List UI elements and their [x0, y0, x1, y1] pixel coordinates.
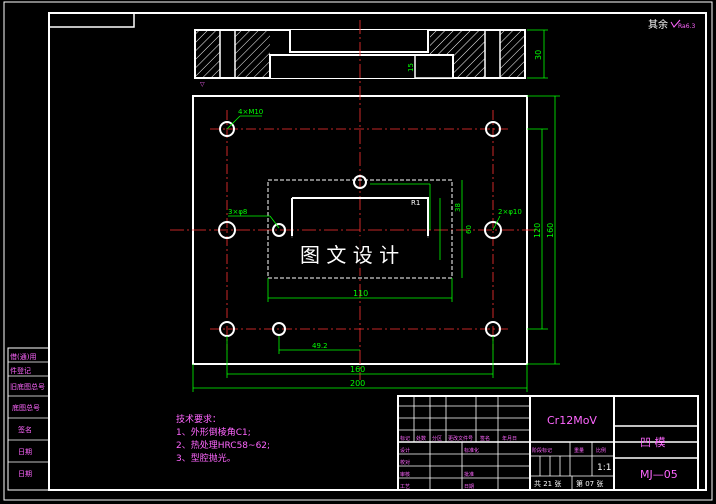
- watermark-box: [284, 236, 436, 268]
- side-label-strip: 借(通)用 件登记 旧底图总号 底图总号 签名 日期 日期: [7, 347, 50, 491]
- dim-hole-spacing-v: 120: [533, 223, 542, 238]
- section-step: [414, 54, 454, 79]
- tb-header-4: 签名: [480, 435, 490, 442]
- dim-slot-width: 110: [353, 289, 368, 298]
- hole-inner-left: [272, 223, 286, 237]
- tb-std-1: 批准: [464, 471, 474, 478]
- section-slot: [269, 54, 454, 78]
- tb-material: Cr12MoV: [547, 414, 597, 427]
- label-holes-top: 4×M10: [238, 108, 263, 116]
- dim-height-section: 30: [534, 50, 543, 60]
- outer-border: [3, 1, 713, 501]
- corner-roughness: Ra6.3: [678, 23, 695, 30]
- section-hatch-right2: [500, 30, 525, 78]
- tech-req-item-1: 1、外形倒棱角C1;: [176, 426, 251, 438]
- dim-hole-spacing-h: 160: [350, 365, 365, 374]
- side-label-2: 旧底图总号: [10, 382, 45, 391]
- mounting-holes: [218, 121, 502, 337]
- side-label-0: 借(通)用: [10, 352, 36, 361]
- side-label-3: 底图总号: [12, 403, 40, 412]
- hole-top-center: [353, 175, 367, 189]
- tb-header-3: 更改文件号: [448, 435, 473, 442]
- label-fillet: R1: [411, 199, 420, 207]
- tb-role-0: 设计: [400, 447, 410, 454]
- hole-mid-left: [218, 221, 236, 239]
- dim-offset: 49.2: [312, 342, 328, 350]
- dim-inner-height: 38: [454, 203, 462, 212]
- section-cavity: [289, 30, 429, 53]
- dim-plate-width: 200: [350, 379, 365, 388]
- tb-drawing-number: MJ—05: [640, 468, 678, 481]
- watermark: 图 文 设 计: [300, 243, 399, 267]
- hole-mid-right: [484, 221, 502, 239]
- cavity-outer-dashed: [267, 179, 453, 279]
- tb-part-name: 凹 模: [640, 436, 666, 449]
- tech-req-item-2: 2、热处理HRC58~62;: [176, 439, 270, 451]
- hole-top-left: [219, 121, 235, 137]
- tb-stage-0: 阶段标记: [532, 447, 552, 454]
- tb-role-2: 审核: [400, 471, 410, 478]
- dim-slot-depth: 15: [407, 63, 415, 72]
- tb-stage-2: 比例: [596, 447, 606, 454]
- hole-top-right: [485, 121, 501, 137]
- label-holes-side: 3×φ8: [228, 208, 247, 216]
- corner-code-box: [48, 12, 135, 28]
- corner-note: 其余: [648, 18, 668, 31]
- section-roughness: ▽: [200, 81, 205, 88]
- dim-plate-height: 160: [546, 223, 555, 238]
- tech-requirements: 技术要求： 1、外形倒棱角C1; 2、热处理HRC58~62; 3、型腔抛光。: [176, 413, 270, 464]
- tech-req-title: 技术要求：: [176, 413, 221, 425]
- hole-bottom-inner: [272, 322, 286, 336]
- title-block: 标记 处数 分区 更改文件号 签名 年月日 设计 校对 审核 工艺 标准化 批准…: [397, 395, 699, 491]
- side-label-6: 日期: [18, 470, 32, 478]
- tb-header-2: 分区: [432, 435, 442, 442]
- tb-sheet-number: 第 07 张: [576, 479, 603, 488]
- cavity-inner: [291, 197, 429, 238]
- tb-role-1: 校对: [400, 459, 410, 466]
- label-pin-holes: 2×φ10: [498, 208, 522, 216]
- section-hatch-left2: [235, 30, 270, 78]
- side-label-4: 签名: [18, 425, 32, 434]
- tb-sheet-total: 共 21 张: [534, 479, 561, 488]
- tb-header-0: 标记: [400, 435, 410, 442]
- tb-role-3: 工艺: [400, 484, 410, 490]
- side-label-5: 日期: [18, 448, 32, 456]
- tb-header-5: 年月日: [502, 435, 517, 442]
- tb-header-1: 处数: [416, 435, 426, 442]
- tb-stage-1: 重量: [574, 447, 584, 454]
- roughness-symbol: [670, 19, 681, 28]
- tb-std-0: 标准化: [464, 447, 479, 454]
- dim-outer-height: 60: [465, 225, 473, 234]
- tech-req-item-3: 3、型腔抛光。: [176, 452, 236, 464]
- tb-scale: 1:1: [597, 463, 611, 473]
- plan-view: 4×M10 3×φ8 2×φ10 R1 38 60 120 160 110 49…: [170, 20, 560, 392]
- inner-frame: [48, 12, 707, 491]
- side-label-1: 件登记: [10, 366, 31, 375]
- tb-std-2: 日期: [464, 484, 474, 490]
- section-hatch-left: [195, 30, 220, 78]
- section-view: 30 15 ▽: [194, 29, 548, 88]
